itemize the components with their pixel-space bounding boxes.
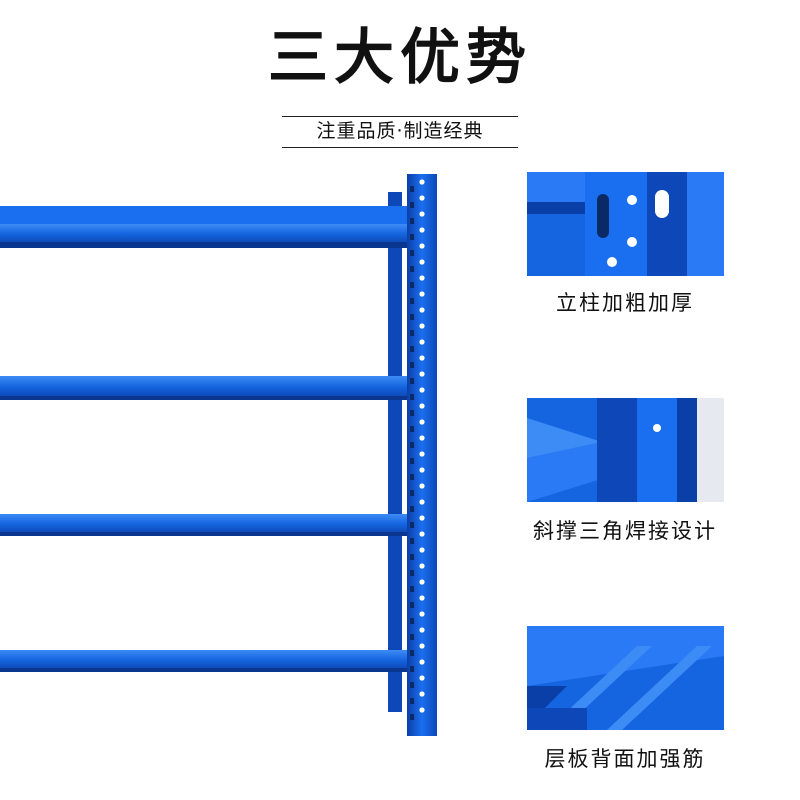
- shelf-level-1: [0, 206, 412, 248]
- shelf-level-2: [0, 376, 412, 400]
- shelf-level-4: [0, 650, 412, 672]
- subtitle-frame: 注重品质·制造经典: [282, 116, 518, 148]
- shelf-rib-detail-image: [527, 626, 724, 730]
- feature-label-1: 立柱加粗加厚: [556, 291, 694, 315]
- page-title: 三大优势: [268, 23, 532, 93]
- upright-post-detail-image: [527, 172, 724, 276]
- feature-label-2: 斜撑三角焊接设计: [533, 519, 717, 543]
- back-post: [388, 192, 402, 712]
- feature-label-3: 层板背面加强筋: [544, 747, 706, 771]
- subtitle: 注重品质·制造经典: [316, 120, 484, 142]
- shelf-rack-image: [0, 174, 437, 736]
- post-holes: [410, 179, 425, 720]
- shelf-level-3: [0, 514, 412, 536]
- triangle-brace-detail-image: [527, 398, 724, 502]
